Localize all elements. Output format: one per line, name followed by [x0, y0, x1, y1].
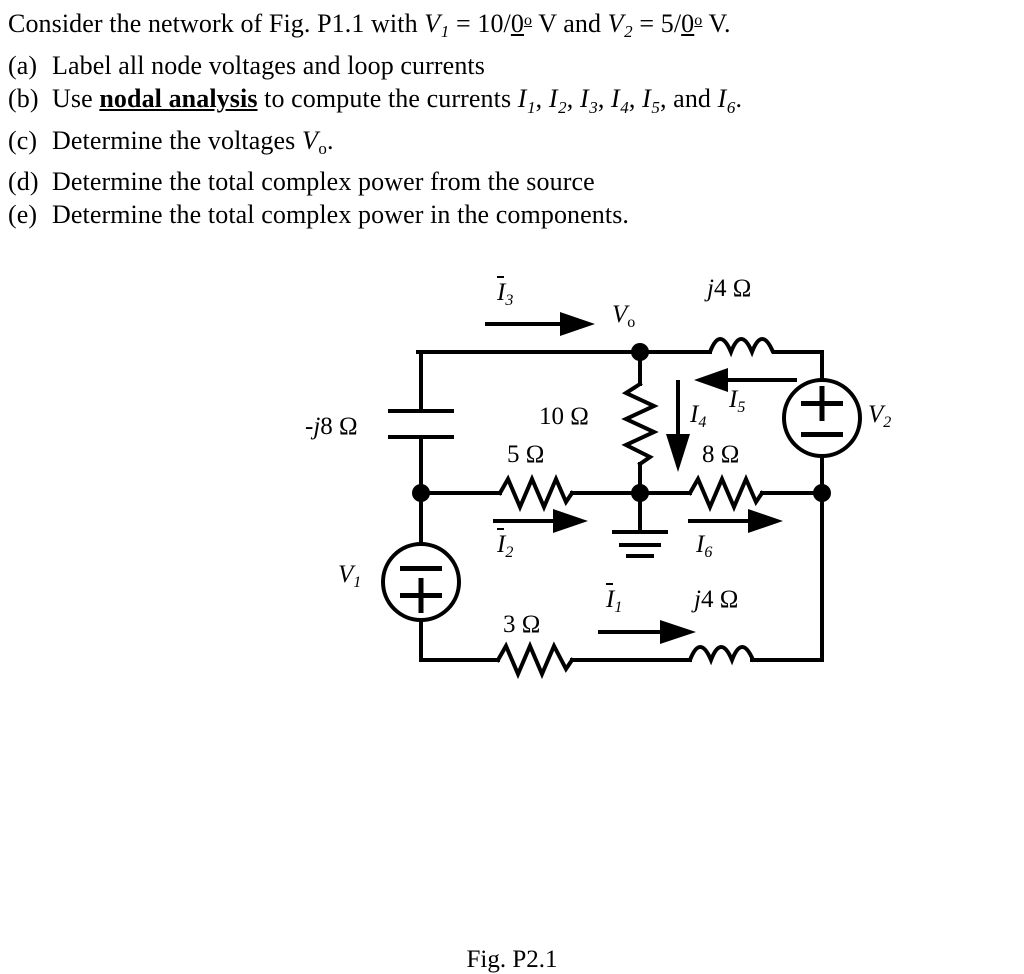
problem-item-d: (d) Determine the total complex power fr… — [8, 165, 1016, 198]
item-a-tag: (a) — [8, 51, 38, 81]
item-b-mid: to compute the currents — [257, 84, 518, 114]
v2-degree-symbol: o — [694, 12, 703, 29]
v2-angle-value: 0 — [681, 9, 695, 39]
item-c-post: . — [327, 125, 334, 155]
item-b-tag: (b) — [8, 84, 39, 114]
v2-unit: V. — [702, 9, 731, 39]
node-dot-right — [813, 484, 831, 502]
label-cap-neg-j8: -j8 Ω — [305, 413, 358, 440]
label-i1: I1 — [606, 583, 623, 616]
resistor-3-ohm — [495, 640, 575, 680]
v2-equals: = 5/ — [632, 9, 682, 39]
item-e-text: Determine the total complex power in the… — [52, 200, 630, 229]
source-v1-plus-sign — [400, 578, 442, 613]
v2-symbol: V — [607, 9, 624, 39]
v1-unit: V and — [532, 9, 608, 39]
label-r10: 10 Ω — [539, 403, 589, 430]
label-v1: V1 — [338, 561, 362, 591]
item-d-tag: (d) — [8, 167, 39, 196]
inductor-j4-top — [708, 337, 775, 358]
item-d-text: Determine the total complex power from t… — [52, 167, 595, 196]
label-i6: I6 — [696, 531, 713, 561]
arrow-i2-head — [553, 509, 588, 533]
resistor-8-ohm — [687, 473, 765, 513]
problem-item-c: (c) Determine the voltages Vo. — [8, 124, 1016, 165]
arrow-i6-head — [748, 509, 783, 533]
node-dot-left — [412, 484, 430, 502]
v1-symbol: V — [424, 9, 441, 39]
item-a-text: Label all node voltages and loop current… — [52, 51, 485, 81]
node-dot-center — [631, 484, 649, 502]
label-r8: 8 Ω — [702, 441, 740, 468]
v1-equals: = 10/ — [449, 9, 511, 39]
item-b-emphasis: nodal analysis — [99, 84, 258, 114]
arrow-i5-head — [694, 368, 728, 392]
problem-item-e: (e) Determine the total complex power in… — [8, 198, 1016, 231]
intro-pre: Consider the network of Fig. P1.1 with — [8, 9, 425, 39]
item-b-text: Use nodal analysis to compute the curren… — [52, 82, 1016, 123]
circuit-diagram: I3 Vo j4 Ω I5 V2 -j8 Ω 10 Ω I4 5 Ω 8 Ω I… — [0, 262, 1024, 973]
label-r3: 3 Ω — [503, 611, 541, 638]
source-symbols — [381, 378, 862, 622]
junction-dots — [412, 343, 831, 502]
source-v2-minus-sign — [801, 432, 843, 437]
problem-statement: Consider the network of Fig. P1.1 with V… — [0, 0, 1024, 231]
node-dot-vo — [631, 343, 649, 361]
v1-degree-symbol: o — [523, 12, 533, 29]
problem-intro-line: Consider the network of Fig. P1.1 with V… — [8, 4, 1016, 48]
arrow-i1-head — [660, 620, 696, 644]
label-i3: I3 — [497, 276, 514, 309]
v2-subscript: 2 — [624, 22, 633, 42]
resistor-5-ohm — [497, 473, 575, 513]
label-i5: I5 — [729, 386, 746, 416]
figure-caption: Fig. P2.1 — [466, 946, 558, 973]
label-v2: V2 — [868, 401, 892, 431]
inductor-j4-bottom — [688, 645, 755, 666]
v1-angle-value: 0 — [510, 9, 524, 39]
label-vo: Vo — [612, 301, 636, 331]
arrow-i4-head — [666, 434, 690, 472]
item-c-symbol-subscript: o — [318, 139, 328, 158]
label-j4-bottom: j4 Ω — [694, 586, 739, 613]
label-i4: I4 — [690, 401, 707, 431]
circuit-schematic-svg — [381, 312, 862, 680]
item-c-symbol: V — [301, 125, 318, 155]
resistor-10-ohm — [621, 381, 659, 467]
v1-subscript: 1 — [440, 22, 450, 42]
label-i2: I2 — [497, 528, 514, 561]
label-j4-top: j4 Ω — [707, 275, 752, 302]
item-b-current-list: I1, I2, I3, I4, I5, and I6. — [517, 84, 743, 117]
arrow-i3-head — [560, 312, 595, 336]
problem-item-a: (a) Label all node voltages and loop cur… — [8, 49, 1016, 82]
label-r5: 5 Ω — [507, 441, 545, 468]
item-c-tag: (c) — [8, 125, 38, 155]
item-e-tag: (e) — [8, 200, 38, 229]
source-v1-minus-sign — [400, 566, 442, 571]
item-c-pre: Determine the voltages — [52, 125, 302, 155]
problem-item-b: (b) Use nodal analysis to compute the cu… — [8, 82, 1016, 123]
item-c-text: Determine the voltages Vo. — [52, 124, 1016, 165]
source-v2-plus-sign — [801, 386, 843, 421]
item-b-pre: Use — [52, 84, 100, 114]
